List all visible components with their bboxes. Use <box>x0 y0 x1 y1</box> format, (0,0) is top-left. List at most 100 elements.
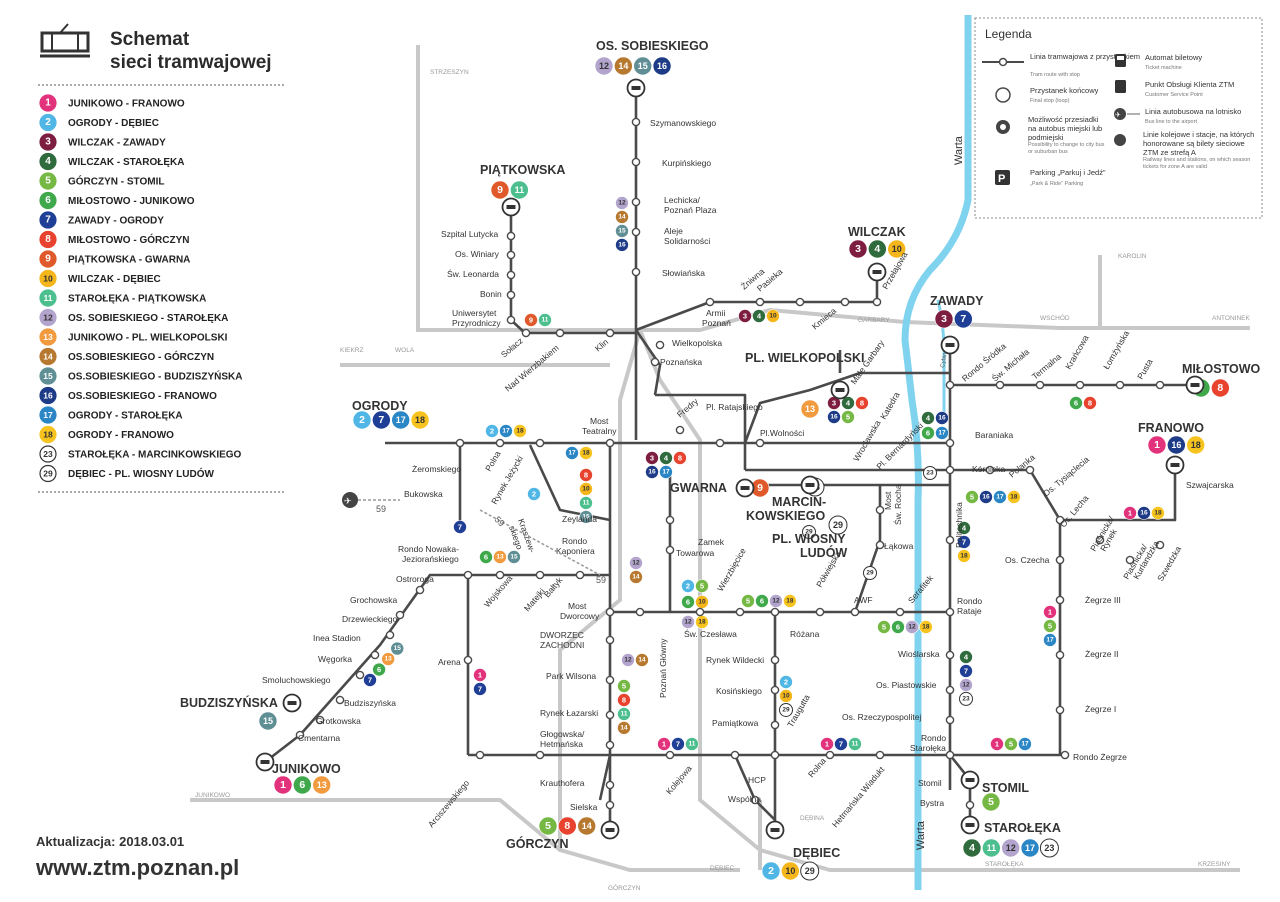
map-line-badge-number: 11 <box>987 843 997 853</box>
rail-staroleka: STAROŁĘKA <box>985 861 1024 868</box>
map-line-badge-number: 8 <box>678 454 682 463</box>
stop-dot <box>985 465 995 475</box>
stop-slowianska: Słowiańska <box>662 268 705 278</box>
map-line-badge <box>579 510 593 524</box>
terminal-stomil: STOMIL <box>982 781 1029 795</box>
map-line-badge <box>863 566 877 580</box>
map-line-badge-number: 1 <box>825 740 829 749</box>
stop-pusta: Pusta <box>1135 357 1155 381</box>
stop-dot <box>945 650 955 660</box>
stop-cmentarna: Cmentarna <box>298 733 340 743</box>
stop-wegorka: Węgorka <box>318 654 352 664</box>
stop-dot <box>815 607 825 617</box>
map-line-badge-number: 2 <box>532 490 536 499</box>
railway-lines <box>190 45 1250 872</box>
map-line-badge-number: 1 <box>1154 439 1160 451</box>
stop-dot <box>355 670 365 680</box>
map-line-badge-number: 12 <box>618 200 626 207</box>
line-name-29: DĘBIEC - PL. WIOSNY LUDÓW <box>68 467 214 480</box>
map-line-badge-number: 18 <box>516 428 524 435</box>
stop-dot <box>770 685 780 695</box>
map-line-badge <box>959 678 973 692</box>
map-line-badge-number: 29 <box>805 866 815 876</box>
stop-dot <box>605 328 615 338</box>
stop-nowaka: Rondo Nowaka- <box>398 544 459 554</box>
map-line-badge <box>834 737 848 751</box>
map-line-badge <box>652 56 672 76</box>
terminal-labels: OS. SOBIESKIEGO PIĄTKOWSKA WILCZAK ZAWAD… <box>180 39 1261 860</box>
map-line-badge-number: 13 <box>805 404 815 414</box>
ticket-machine-icon <box>1115 54 1126 67</box>
map-line-badge-number: 14 <box>618 61 628 71</box>
map-line-badge-number: 13 <box>385 656 393 663</box>
map-line-badge <box>979 490 993 504</box>
title-line-1: Schemat <box>110 29 190 50</box>
map-line-badge-number: 18 <box>786 598 794 605</box>
map-line-badge-number: 4 <box>969 842 975 854</box>
map-line-badge <box>781 861 800 881</box>
stop-zeylanda: Zeylanda <box>562 514 597 524</box>
rail-strzeszyn: STRZESZYN <box>430 69 469 76</box>
stop-dot <box>631 267 641 277</box>
map-line-badge-number: 13 <box>496 554 504 561</box>
stop-hcp: HCP <box>748 775 766 785</box>
line-name-13: JUNIKOWO - PL. WIELKOPOLSKI <box>68 333 228 344</box>
stop-most-teatralny-2: Teatralny <box>582 426 617 436</box>
stop-dot <box>315 715 325 725</box>
map-line-badge <box>1211 378 1230 398</box>
map-line-badge-number: 8 <box>564 820 570 832</box>
map-line-badge <box>957 535 971 549</box>
line-number-9: 9 <box>45 254 51 265</box>
map-line-badge <box>258 711 278 731</box>
map-line-badge <box>681 595 695 609</box>
stop-szwajcarska: Szwajcarska <box>1186 480 1234 490</box>
map-line-badge <box>645 451 659 465</box>
stop-dot <box>945 607 955 617</box>
line-badge-7 <box>39 211 57 229</box>
map-line-badge-number: 23 <box>926 470 934 477</box>
map-line-badge <box>390 641 405 656</box>
customer-service-icon <box>1115 80 1126 93</box>
map-line-badge-number: 16 <box>982 494 990 501</box>
map-line-badge <box>887 239 907 259</box>
stop-kolejowa: Kolejowa <box>664 763 694 796</box>
map-line-badge <box>783 594 797 608</box>
legend-title: Legenda <box>985 27 1032 41</box>
line-badge-9 <box>39 250 57 268</box>
map-line-badge-number: 17 <box>396 415 406 425</box>
line-name-17: OGRODY - STAROŁĘKA <box>68 411 183 422</box>
map-line-badge-number: 1 <box>478 671 482 680</box>
map-line-badge <box>490 180 510 200</box>
map-line-badge <box>659 465 673 479</box>
map-line-badge-number: 7 <box>962 537 966 546</box>
map-line-badge-number: 6 <box>377 665 381 674</box>
map-line-badge <box>1020 838 1040 858</box>
map-line-badge <box>410 410 430 430</box>
stop-ostroroga: Ostroroga <box>396 574 434 584</box>
stop-drzewieckiego: Drzewieckiego <box>342 614 398 624</box>
stop-kosinskiego: Kosińskiego <box>716 686 762 696</box>
line-badge-6 <box>39 191 57 210</box>
legend-airport-bus-en: Bus line to the airport <box>1145 119 1197 125</box>
stop-pamiatkowa: Pamiątkowa <box>712 718 759 728</box>
map-line-badge <box>827 410 841 424</box>
stop-nowaka-2: Jeziorańskiego <box>402 554 459 564</box>
line-name-11: STAROŁĘKA - PIĄTKOWSKA <box>68 294 206 305</box>
map-line-badge-number: 10 <box>769 313 777 320</box>
line-number-10: 10 <box>43 274 53 284</box>
map-line-badge <box>1007 490 1021 504</box>
map-line-badge <box>962 838 982 858</box>
map-line-badge-number: 4 <box>757 312 762 321</box>
stop-wolnosci: Pl.Wolności <box>760 428 804 438</box>
map-line-badge <box>1069 396 1083 410</box>
terminal-sobieskiego: OS. SOBIESKIEGO <box>596 39 709 53</box>
line-badge-12 <box>39 308 57 327</box>
stop-budziszynska: Budziszyńska <box>344 698 396 708</box>
stop-most-dworcowy: Most <box>568 601 587 611</box>
map-line-badge-number: 7 <box>378 414 384 426</box>
stop-dot <box>945 750 955 760</box>
line-badge-8 <box>39 230 57 249</box>
map-line-badge <box>673 451 687 465</box>
legend-airport-bus: Linia autobusowa na lotnisko <box>1145 107 1241 116</box>
map-line-badge <box>635 653 649 667</box>
